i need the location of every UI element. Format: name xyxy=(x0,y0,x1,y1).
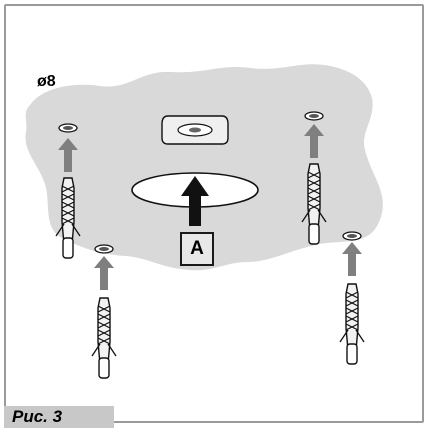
figure-caption: Рис. 3 xyxy=(4,406,114,428)
wall-plug-icon xyxy=(91,297,117,379)
arrow-up-icon xyxy=(342,242,362,276)
arrow-up-icon xyxy=(181,176,209,226)
wall-plug-icon xyxy=(339,283,365,365)
screw-hole-icon xyxy=(94,244,114,254)
diameter-label: ø8 xyxy=(37,73,56,90)
arrow-up-icon xyxy=(94,256,114,290)
caption-text: Рис. 3 xyxy=(12,407,63,426)
screw-hole-icon xyxy=(304,111,324,121)
part-label-a: A xyxy=(180,232,214,266)
screw-hole-icon xyxy=(342,231,362,241)
mounting-plate-icon xyxy=(161,115,229,145)
wall-surface xyxy=(25,64,383,271)
screw-hole-icon xyxy=(58,123,78,133)
